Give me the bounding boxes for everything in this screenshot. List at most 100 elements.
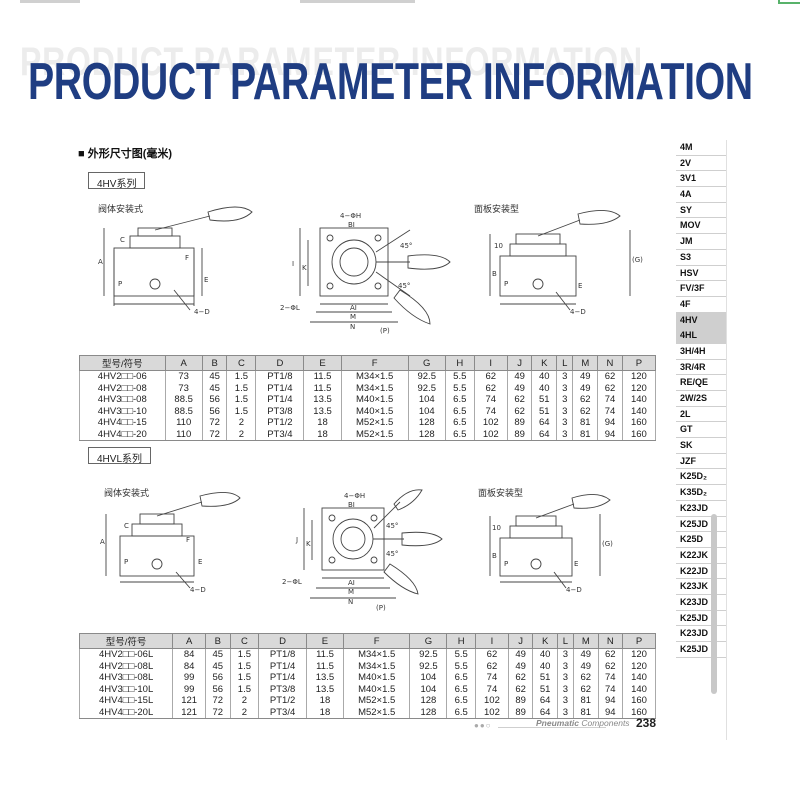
table-cell: 6.5 <box>444 405 475 417</box>
sidebar-item[interactable]: 3H/4H <box>676 344 726 360</box>
table-cell: 94 <box>597 428 623 441</box>
table-cell: 18 <box>303 417 342 429</box>
table-cell: 62 <box>507 683 534 695</box>
sidebar-item[interactable]: K25JD <box>676 611 726 627</box>
sidebar-item[interactable]: 3V1 <box>676 171 726 188</box>
sidebar-item[interactable]: K23JD <box>676 501 726 517</box>
table-cell: 18 <box>305 706 344 719</box>
sidebar-item[interactable]: JM <box>676 234 726 250</box>
sidebar-item[interactable]: 4A <box>676 187 726 203</box>
svg-text:2−ΦL: 2−ΦL <box>282 578 302 586</box>
table-cell: 49 <box>573 648 599 661</box>
table-cell: 62 <box>572 405 599 417</box>
sidebar-item[interactable]: K23JD <box>676 595 726 611</box>
column-header: H <box>446 633 477 649</box>
table-cell: 74 <box>475 683 509 695</box>
table-cell: 49 <box>572 370 599 383</box>
table-cell: 4HV2□□-08 <box>79 382 166 394</box>
sidebar-item[interactable]: 3R/4R <box>676 360 726 376</box>
sidebar-item[interactable]: K25D <box>676 532 726 548</box>
table-cell: M40×1.5 <box>340 405 409 417</box>
sidebar-item[interactable]: 2W/2S <box>676 391 726 407</box>
table-cell: 11.5 <box>303 382 342 394</box>
svg-text:C: C <box>124 522 129 530</box>
table-cell: 64 <box>531 417 558 429</box>
table-cell: PT1/2 <box>255 417 305 429</box>
sidebar-item[interactable]: FV/3F <box>676 281 726 297</box>
table-cell: 121 <box>172 706 207 719</box>
sidebar-item[interactable]: K23JD <box>676 626 726 642</box>
sidebar-item[interactable]: SK <box>676 438 726 454</box>
sidebar-item[interactable]: K25JD <box>676 642 726 658</box>
table-cell: PT3/8 <box>258 683 307 695</box>
table-cell: PT1/4 <box>255 382 305 394</box>
table-cell: 62 <box>573 683 599 695</box>
column-header: E <box>305 633 344 649</box>
sidebar-item[interactable]: 2L <box>676 407 726 423</box>
table-cell: 102 <box>475 706 509 719</box>
sidebar-item[interactable]: JZF <box>676 454 726 470</box>
table-cell: 4HV4□□-20L <box>78 706 174 719</box>
table-cell: 74 <box>597 394 623 406</box>
column-header: D <box>258 633 307 649</box>
svg-text:E: E <box>574 560 578 568</box>
column-header: G <box>409 633 448 649</box>
table-cell: 104 <box>407 405 446 417</box>
column-header: H <box>444 355 475 371</box>
svg-text:45°: 45° <box>398 282 410 290</box>
table-cell: 5.5 <box>446 648 477 661</box>
sidebar-item[interactable]: RE/QE <box>676 375 726 391</box>
table-cell: 62 <box>507 672 534 684</box>
table-cell: 99 <box>172 683 207 695</box>
sidebar-item[interactable]: K22JK <box>676 548 726 564</box>
sidebar-item[interactable]: K25D₂ <box>676 469 726 486</box>
table-cell: 62 <box>475 648 509 661</box>
table-cell: 62 <box>473 382 508 394</box>
table-cell: 6.5 <box>446 695 477 707</box>
sidebar-item[interactable]: 4HV <box>676 312 726 329</box>
table-cell: 120 <box>621 370 657 383</box>
sidebar-item[interactable]: K22JD <box>676 564 726 580</box>
sidebar-item[interactable]: 2V <box>676 156 726 172</box>
sidebar-item[interactable]: SY <box>676 203 726 219</box>
table-cell: 3 <box>556 428 574 441</box>
footer-rule <box>498 727 606 728</box>
scrollbar[interactable] <box>711 514 717 694</box>
sidebar-item[interactable]: K23JK <box>676 579 726 595</box>
sidebar-item[interactable]: HSV <box>676 266 726 282</box>
footer-brand: Pneumatic Components <box>536 718 630 728</box>
table-cell: 92.5 <box>409 660 448 672</box>
table-cell: 1.5 <box>229 648 260 661</box>
table-cell: 49 <box>572 382 599 394</box>
sidebar-item[interactable]: 4HL <box>676 328 726 344</box>
sidebar-item[interactable]: 4F <box>676 297 726 313</box>
column-header: I <box>475 633 509 649</box>
svg-text:10: 10 <box>494 242 503 250</box>
svg-text:2−ΦL: 2−ΦL <box>280 304 300 312</box>
sidebar-item[interactable]: GT <box>676 422 726 439</box>
svg-text:(P): (P) <box>376 604 386 612</box>
column-header: 型号/符号 <box>78 633 174 649</box>
table-cell: 13.5 <box>303 394 342 406</box>
table-cell: 128 <box>409 695 448 707</box>
sidebar-item[interactable]: K35D₂ <box>676 485 726 501</box>
sidebar-item[interactable]: MOV <box>676 218 726 235</box>
table-cell: M40×1.5 <box>342 672 411 684</box>
table-cell: 128 <box>407 428 446 441</box>
sidebar-item[interactable]: K25JD <box>676 517 726 533</box>
table-cell: 74 <box>473 394 508 406</box>
sidebar-item[interactable]: S3 <box>676 250 726 266</box>
table-cell: 40 <box>531 370 558 383</box>
table-cell: 1.5 <box>229 672 260 684</box>
sidebar-item[interactable]: 4M <box>676 140 726 156</box>
svg-text:(G): (G) <box>602 540 613 548</box>
table-cell: 51 <box>532 683 558 695</box>
column-header: C <box>226 355 257 371</box>
svg-text:BI: BI <box>348 501 355 509</box>
